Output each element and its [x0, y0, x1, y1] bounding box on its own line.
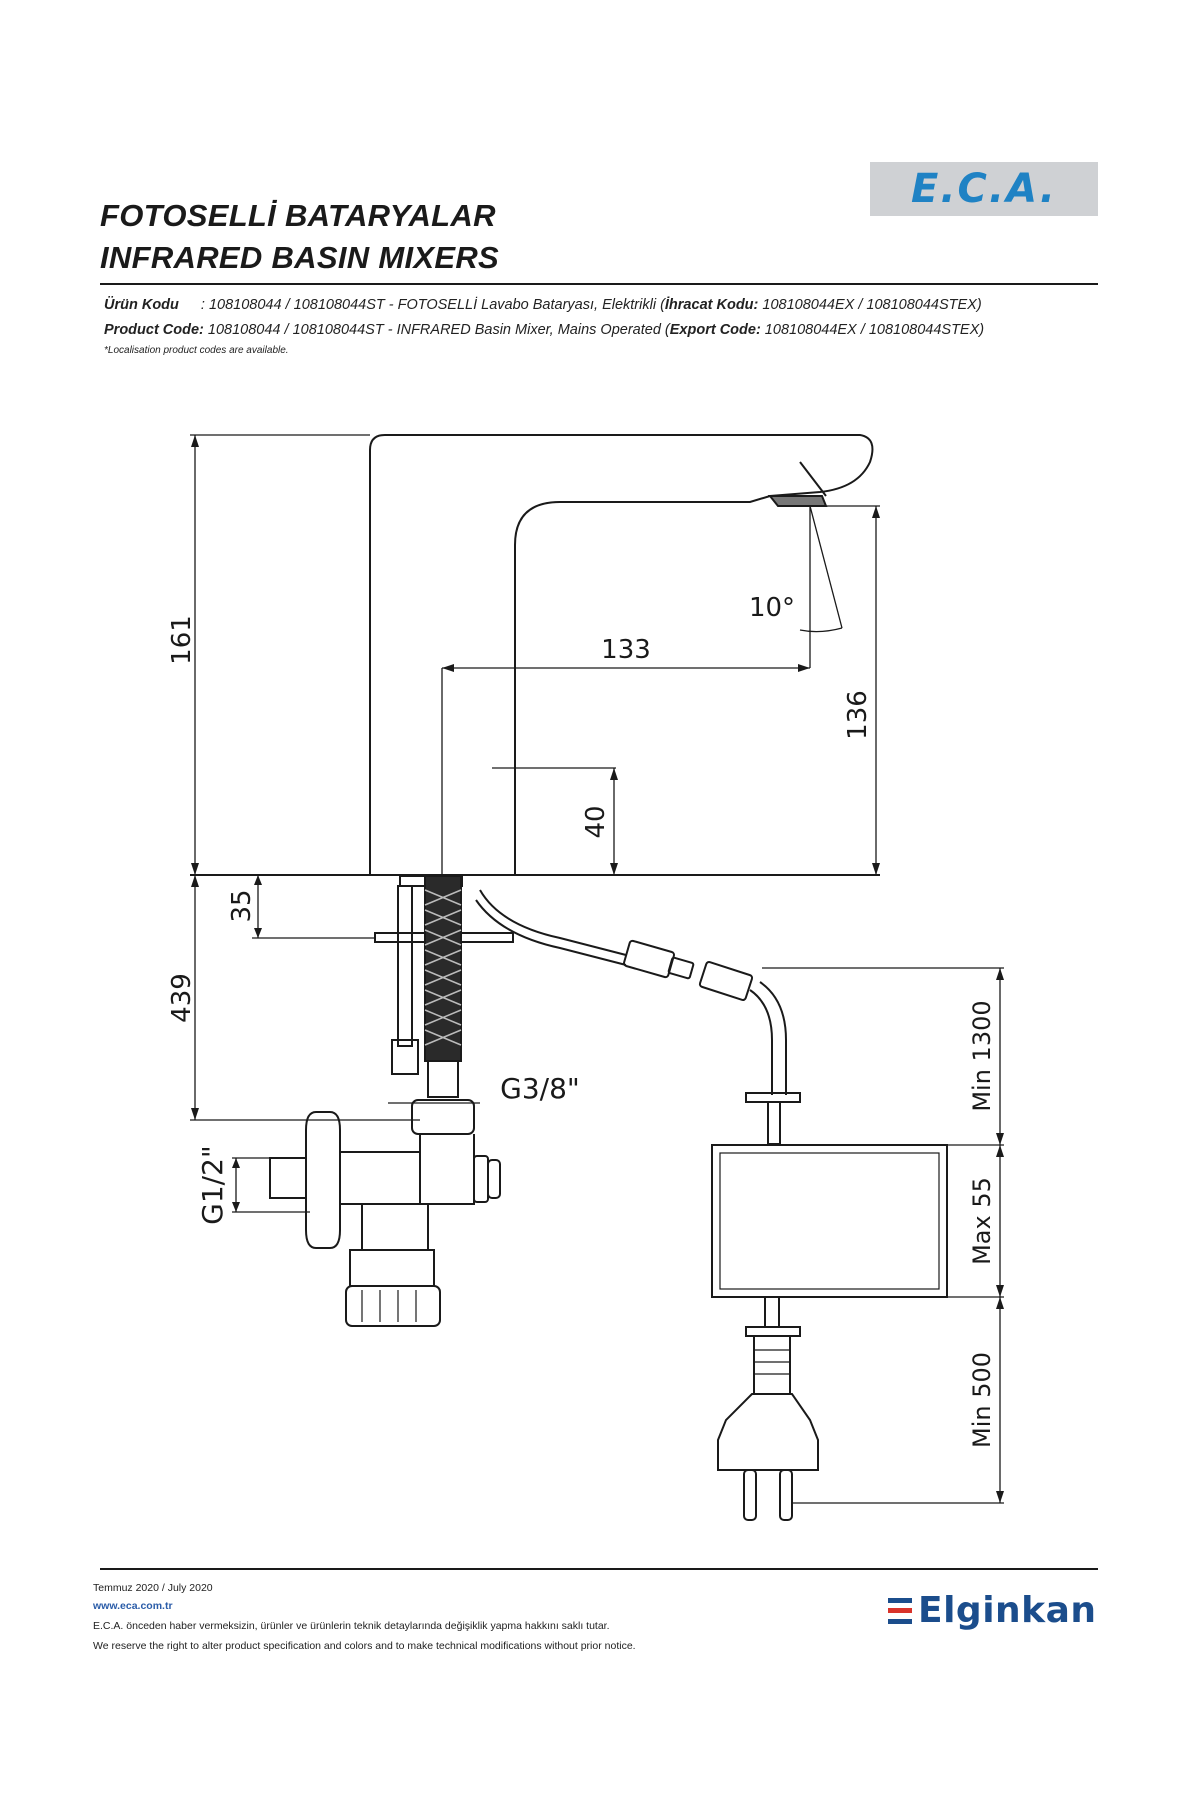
eca-logo-text: E.C.A. — [911, 166, 1057, 212]
angle-10: 10° — [749, 593, 795, 623]
product-code-tr-label: Ürün Kodu — [104, 297, 179, 313]
thread-g12: G1/2" — [196, 1145, 229, 1225]
export-code-en-label: Export Code: — [669, 322, 761, 338]
export-code-tr-label: İhracat Kodu: — [664, 297, 759, 313]
header-rule — [100, 283, 1098, 285]
box-max-55: Max 55 — [968, 1177, 996, 1265]
thread-g38: G3/8" — [500, 1072, 580, 1105]
plug-min-500: Min 500 — [968, 1352, 996, 1448]
cable-min-1300: Min 1300 — [968, 1000, 996, 1111]
dim-40: 40 — [581, 805, 611, 838]
product-code-en: Product Code: 108108044 / 108108044ST - … — [104, 322, 984, 338]
footer-disclaimer-en: We reserve the right to alter product sp… — [93, 1640, 636, 1652]
localisation-note: *Localisation product codes are availabl… — [104, 345, 289, 356]
dim-35: 35 — [227, 889, 257, 922]
eca-logo: E.C.A. — [870, 162, 1098, 216]
elginkan-mark-icon — [888, 1597, 912, 1624]
footer-rule — [100, 1568, 1098, 1570]
product-code-en-text: 108108044 / 108108044ST - INFRARED Basin… — [203, 322, 670, 338]
product-code-tr: Ürün Kodu : 108108044 / 108108044ST - FOT… — [104, 297, 982, 313]
elginkan-logo-text: Elginkan — [918, 1590, 1097, 1631]
product-code-en-label: Product Code: — [104, 322, 204, 338]
title-tr: FOTOSELLİ BATARYALAR — [100, 198, 496, 233]
elginkan-logo: Elginkan — [888, 1590, 1097, 1631]
dim-136: 136 — [843, 690, 873, 740]
dim-161: 161 — [167, 615, 197, 665]
footer-website-link[interactable]: www.eca.com.tr — [93, 1600, 173, 1612]
dim-133: 133 — [601, 635, 651, 665]
footer-date: Temmuz 2020 / July 2020 — [93, 1582, 213, 1594]
title-en: INFRARED BASIN MIXERS — [100, 240, 499, 275]
footer-disclaimer-tr: E.C.A. önceden haber vermeksizin, ürünle… — [93, 1620, 610, 1632]
export-code-tr-text: 108108044EX / 108108044STEX) — [758, 297, 982, 313]
product-code-tr-text: : 108108044 / 108108044ST - FOTOSELLİ La… — [200, 297, 665, 313]
export-code-en-text: 108108044EX / 108108044STEX) — [760, 322, 985, 338]
dim-439: 439 — [167, 973, 197, 1023]
